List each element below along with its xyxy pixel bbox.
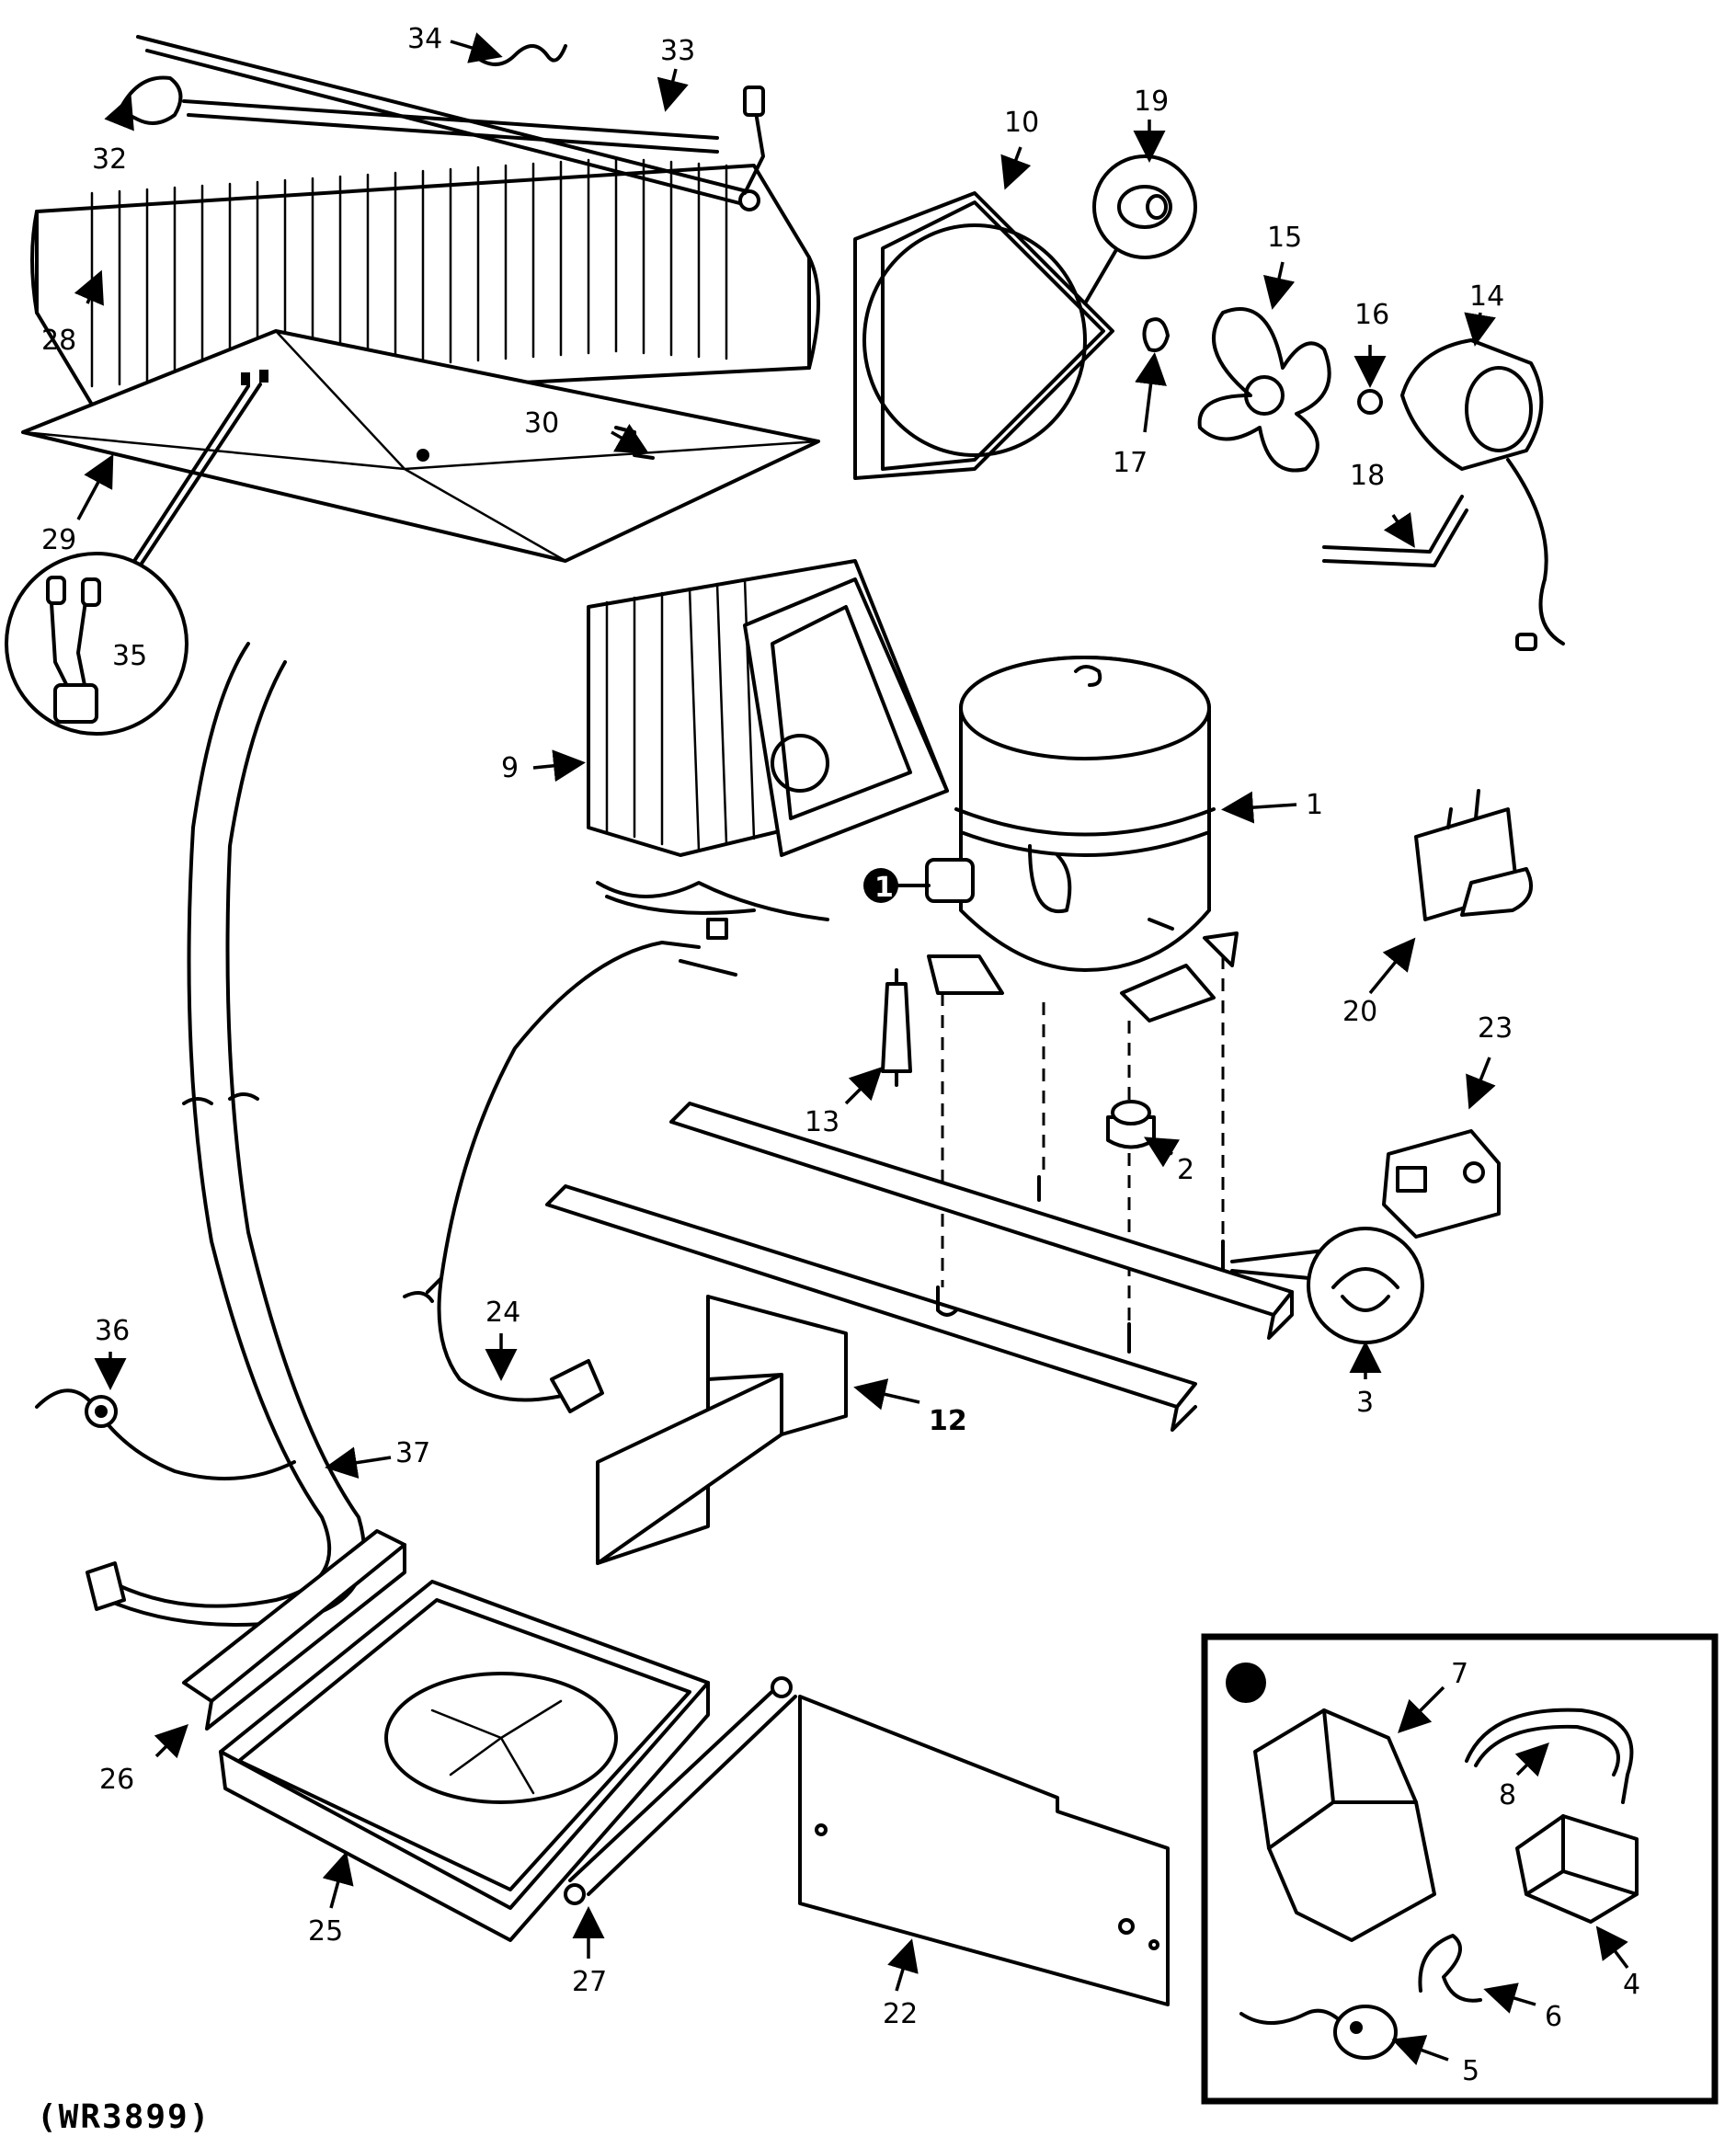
label-9: 9: [501, 752, 519, 784]
label-25: 25: [308, 1915, 343, 1948]
wire-34: [472, 44, 567, 66]
bracket-18: [1322, 495, 1468, 567]
condenser-coil-28: [30, 156, 820, 406]
label-4: 4: [1623, 1969, 1640, 2001]
label-24: 24: [485, 1297, 520, 1329]
label-1: 1: [1306, 789, 1323, 821]
label-26: 26: [99, 1764, 134, 1796]
label-3: 3: [1356, 1387, 1374, 1419]
label-15: 15: [1267, 222, 1302, 254]
callout-35: [5, 383, 262, 736]
part-labels: 34 33 32 28 29 30 35 10 19 15 16 14 17 1…: [41, 23, 1640, 2087]
grommet-2: [1106, 1100, 1156, 1149]
clip-32: [118, 75, 183, 125]
fan-motor-14: [1400, 338, 1565, 651]
heater-36: [35, 1388, 296, 1480]
label-19: 19: [1134, 86, 1169, 118]
fan-shroud-10: [853, 191, 1114, 480]
drier-13: [881, 968, 912, 1087]
clip-17: [1142, 317, 1170, 352]
evaporator-9: [587, 559, 949, 921]
label-35: 35: [112, 640, 147, 672]
label-20: 20: [1342, 996, 1377, 1028]
label-17: 17: [1113, 447, 1148, 479]
label-14: 14: [1469, 280, 1504, 313]
label-29: 29: [41, 524, 76, 556]
callout-19: [1083, 154, 1197, 305]
label-34: 34: [407, 23, 442, 55]
drain-pan-25: [219, 1580, 710, 1942]
nut-16: [1357, 389, 1383, 415]
label-33: 33: [660, 35, 695, 67]
bracket-26: [182, 1529, 406, 1731]
base-rails: [545, 1102, 1294, 1432]
leader-arrows: [74, 32, 1629, 2066]
label-8: 8: [1499, 1779, 1516, 1811]
bracket-12: [596, 1295, 848, 1565]
label-10: 10: [1004, 107, 1039, 139]
label-2: 2: [1177, 1154, 1194, 1186]
power-cord-24: [403, 918, 737, 1413]
drawing-code: (WR3899): [37, 2098, 211, 2136]
relay-23: [1382, 1129, 1501, 1239]
label-28: 28: [41, 325, 76, 357]
label-7: 7: [1451, 1658, 1468, 1690]
drip-tray-29: [21, 329, 820, 563]
label-32: 32: [92, 143, 127, 176]
inset-marker: 1: [874, 872, 894, 904]
label-12: 12: [929, 1405, 967, 1437]
label-23: 23: [1478, 1012, 1513, 1045]
capacitor-20: [1414, 789, 1533, 921]
inset-marker-circle: [863, 868, 898, 903]
label-16: 16: [1354, 299, 1389, 331]
label-27: 27: [572, 1966, 607, 1998]
label-22: 22: [883, 1998, 918, 2030]
label-5: 5: [1462, 2055, 1479, 2087]
label-6: 6: [1545, 2001, 1562, 2033]
label-30: 30: [524, 407, 559, 440]
rod-27: [564, 1676, 797, 1905]
label-37: 37: [395, 1437, 430, 1469]
label-18: 18: [1350, 460, 1385, 492]
label-36: 36: [95, 1315, 130, 1347]
compressor-1: [925, 656, 1239, 1023]
cover-plate-22: [798, 1695, 1170, 2006]
rod-33: [136, 35, 760, 211]
inset-box: [1201, 1633, 1719, 2105]
label-13: 13: [805, 1106, 839, 1138]
fan-blade-15: [1197, 307, 1331, 473]
